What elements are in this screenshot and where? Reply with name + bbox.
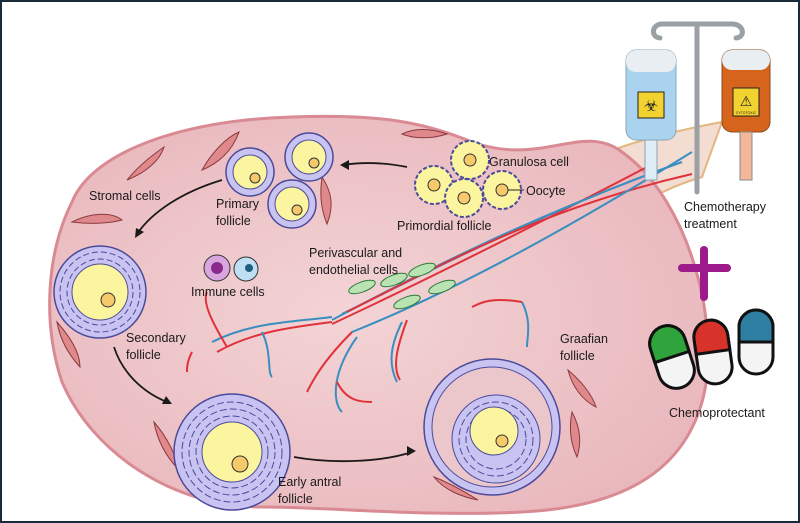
label-chemoprotectant: Chemoprotectant — [669, 406, 765, 420]
blood-vessels — [186, 151, 693, 413]
immune-cells — [203, 254, 259, 282]
label-graafian-2: follicle — [560, 349, 595, 363]
chemo-bag-orange: ⚠ CYTOTOXIC — [721, 49, 771, 181]
secondary-follicle — [53, 245, 147, 339]
capsule-red — [692, 318, 734, 386]
label-chemotherapy-1: Chemotherapy — [684, 200, 767, 214]
label-graafian-1: Graafian — [560, 332, 608, 346]
iv-pole-icon — [651, 21, 745, 195]
ovary — [48, 114, 710, 515]
label-early-antral-2: follicle — [278, 492, 313, 506]
biohazard-icon: ☣ — [644, 98, 658, 115]
label-secondary-follicle-1: Secondary — [126, 331, 187, 345]
primary-follicles — [225, 132, 334, 229]
early-antral-follicle — [173, 393, 291, 511]
label-stromal-cells: Stromal cells — [89, 189, 161, 203]
label-oocyte: Oocyte — [526, 184, 566, 198]
label-granulosa-cell: Granulosa cell — [489, 155, 569, 169]
chemo-bag-blue: ☣ — [625, 49, 677, 181]
primordial-follicles — [414, 140, 522, 218]
graafian-follicle — [423, 358, 561, 496]
cytotoxic-tag: CYTOTOXIC — [736, 111, 757, 115]
label-primary-follicle-1: Primary — [216, 197, 260, 211]
label-primordial-follicle: Primordial follicle — [397, 219, 492, 233]
warning-icon: ⚠ — [740, 93, 753, 109]
label-primary-follicle-2: follicle — [216, 214, 251, 228]
stromal-cells — [56, 129, 597, 501]
label-immune-cells: Immune cells — [191, 285, 265, 299]
label-perivascular-1: Perivascular and — [309, 246, 402, 260]
label-early-antral-1: Early antral — [278, 475, 341, 489]
label-secondary-follicle-2: follicle — [126, 348, 161, 362]
capsule-green — [648, 324, 696, 390]
perivascular-cells — [348, 262, 456, 310]
capsule-blue — [737, 308, 775, 376]
arrowheads — [135, 160, 416, 456]
label-chemotherapy-2: treatment — [684, 217, 737, 231]
plus-icon — [678, 246, 731, 301]
label-perivascular-2: endothelial cells — [309, 263, 398, 277]
